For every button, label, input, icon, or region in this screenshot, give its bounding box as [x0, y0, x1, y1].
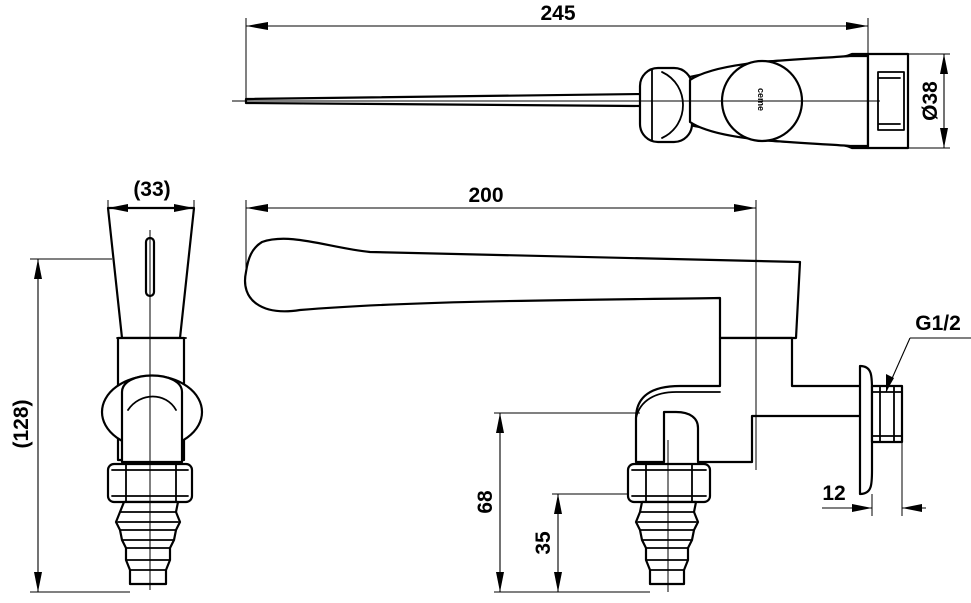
dim-33-arrow-left: [108, 204, 128, 212]
dim-245-label: 245: [540, 2, 575, 25]
top-flange-inner: [877, 71, 905, 131]
front-view: 200 G1/2 68 35 12: [243, 184, 971, 593]
side-cap-inner: [127, 395, 177, 411]
front-hose-ribs: [637, 511, 697, 571]
dim-38-arrow-top: [940, 54, 948, 74]
top-hex-nut: [638, 66, 694, 144]
dim-128-arrow-bottom: [34, 572, 42, 592]
dim-200-label: 200: [468, 184, 503, 207]
side-cap: [120, 374, 184, 464]
top-hex-nut-inner: [651, 69, 684, 141]
front-body: [634, 336, 864, 464]
front-hex-nut-faces: [631, 463, 707, 503]
dim-35-arrow-top: [554, 494, 562, 514]
dim-12-label: 12: [822, 482, 845, 505]
front-flange: [858, 364, 874, 496]
dim-35-label: 35: [532, 531, 555, 555]
side-hose-nozzle: [114, 500, 182, 586]
front-thread-lines: [871, 385, 903, 443]
dim-68-arrow-top: [496, 413, 504, 433]
dim-128-arrow-top: [34, 259, 42, 279]
dim-200-arrow-right: [734, 204, 756, 212]
brand-mark: ceme: [756, 88, 766, 111]
dim-245-arrow-left: [246, 22, 268, 30]
thread-leader-arrow: [886, 374, 894, 392]
front-lever: [243, 237, 802, 340]
dim-12-arrow-left: [852, 504, 872, 512]
dim-33-arrow-right: [174, 204, 194, 212]
side-hose-ribs: [117, 511, 179, 571]
side-view: (33) (128): [10, 178, 204, 593]
thread-label: G1/2: [915, 312, 961, 335]
side-hex-nut-faces: [111, 463, 189, 503]
dim-33-label: (33): [133, 178, 170, 201]
front-thread-stub: [870, 384, 904, 444]
top-view: ceme 245 Ø38: [232, 2, 950, 150]
front-hose-nozzle: [634, 500, 700, 586]
dim-12-arrow-right: [902, 504, 922, 512]
dim-38-label: Ø38: [919, 81, 942, 121]
dim-38-arrow-bottom: [940, 128, 948, 148]
dim-245-arrow-right: [846, 22, 868, 30]
dim-68-label: 68: [474, 490, 497, 514]
dim-68-arrow-bottom: [496, 572, 504, 592]
dim-128-label: (128): [10, 399, 33, 448]
dim-35-arrow-bottom: [554, 572, 562, 592]
dim-200-arrow-left: [246, 204, 268, 212]
